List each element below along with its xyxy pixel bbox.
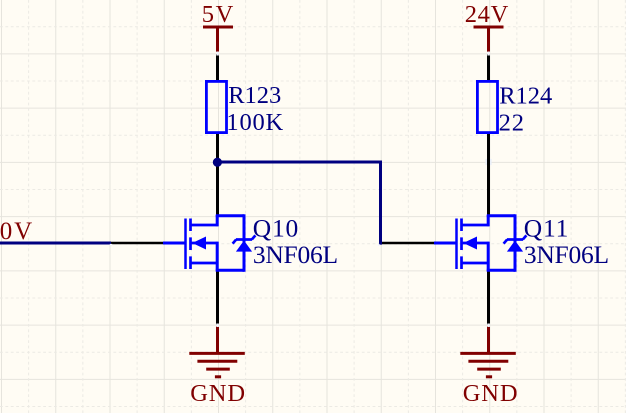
svg-text:24V: 24V	[465, 1, 509, 28]
svg-text:100K: 100K	[226, 109, 284, 136]
svg-text:GND: GND	[190, 380, 246, 407]
svg-text:GND: GND	[463, 380, 519, 407]
svg-text:R123: R123	[228, 82, 281, 109]
svg-text:Q11: Q11	[524, 213, 569, 242]
svg-text:3NF06L: 3NF06L	[253, 240, 338, 269]
svg-text:0V: 0V	[0, 218, 34, 245]
svg-text:22: 22	[499, 109, 525, 136]
svg-text:3NF06L: 3NF06L	[524, 240, 609, 269]
svg-text:5V: 5V	[202, 1, 235, 28]
svg-text:R124: R124	[499, 82, 552, 109]
svg-text:Q10: Q10	[253, 213, 299, 242]
